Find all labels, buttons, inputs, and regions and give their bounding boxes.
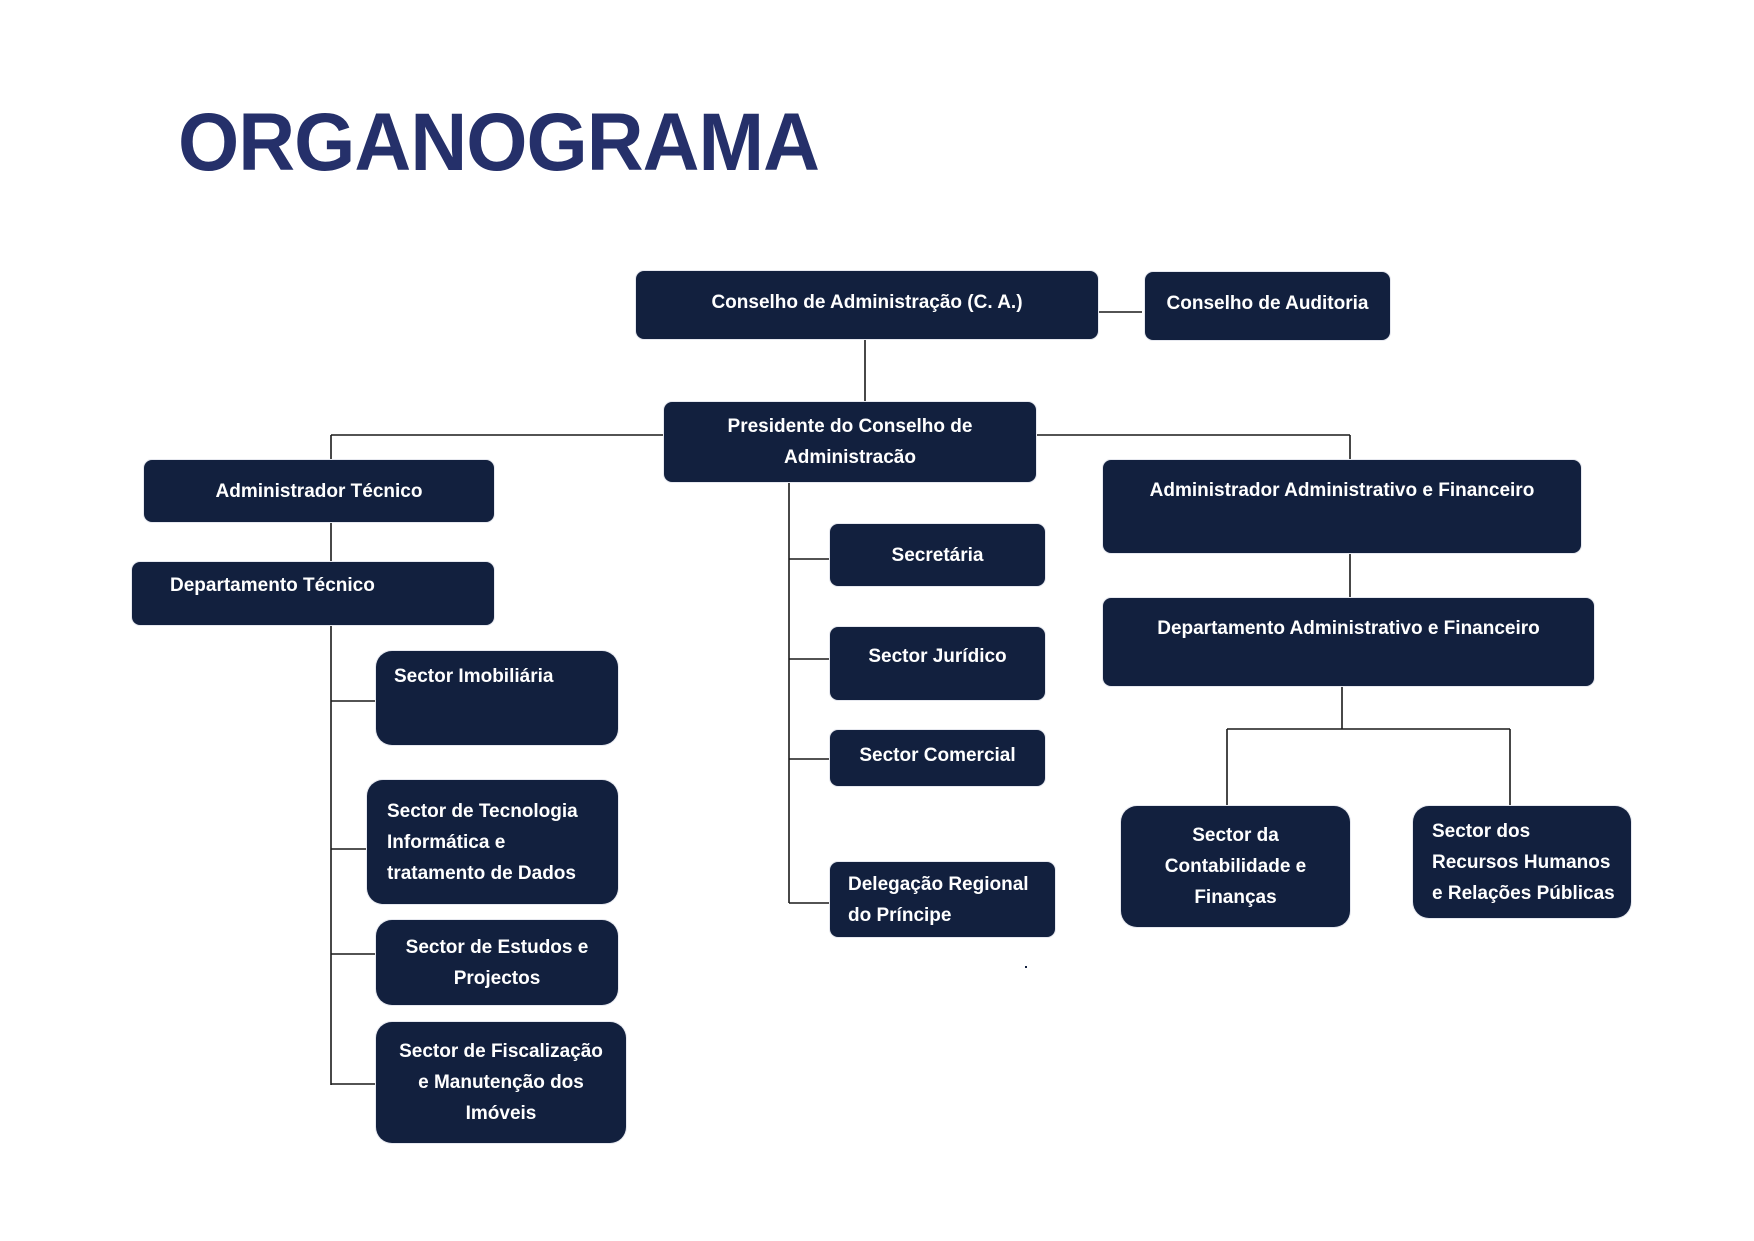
- node-sector-contabilidade: Sector da Contabilidade e Finanças: [1121, 806, 1350, 927]
- node-sector-juridico: Sector Jurídico: [830, 627, 1045, 700]
- node-sector-tecnologia: Sector de Tecnologia Informática e trata…: [367, 780, 618, 904]
- node-sector-estudos: Sector de Estudos e Projectos: [376, 920, 618, 1005]
- node-delegacao-regional: Delegação Regional do Príncipe: [830, 862, 1055, 937]
- node-label: Departamento Administrativo e Financeiro: [1157, 618, 1540, 639]
- node-label: Sector dos Recursos Humanos e Relações P…: [1432, 820, 1615, 904]
- node-sector-imobiliaria: Sector Imobiliária: [376, 651, 618, 745]
- node-label: Presidente do Conselho de Administracão: [727, 416, 973, 468]
- node-departamento-tecnico: Departamento Técnico: [132, 562, 494, 625]
- node-label: Sector de Fiscalização e Manutenção dos …: [399, 1041, 603, 1124]
- node-sector-fiscalizacao: Sector de Fiscalização e Manutenção dos …: [376, 1022, 626, 1143]
- node-secretaria: Secretária: [830, 524, 1045, 586]
- node-label: Sector de Estudos e Projectos: [405, 936, 589, 989]
- node-label: Delegação Regional do Príncipe: [848, 873, 1029, 926]
- node-presidente: Presidente do Conselho de Administracão: [664, 402, 1036, 482]
- node-label: Sector Comercial: [859, 744, 1016, 766]
- page-title: ORGANOGRAMA: [178, 97, 820, 188]
- node-sector-comercial: Sector Comercial: [830, 730, 1045, 786]
- node-label: Secretária: [891, 544, 984, 566]
- node-label: Conselho de Auditoria: [1166, 292, 1369, 314]
- stray-dot: [1025, 966, 1027, 968]
- node-sector-recursos-humanos: Sector dos Recursos Humanos e Relações P…: [1413, 806, 1631, 918]
- node-label: Sector da Contabilidade e Finanças: [1164, 825, 1307, 908]
- node-label: Sector Jurídico: [868, 646, 1007, 667]
- node-administrador-tecnico: Administrador Técnico: [144, 460, 494, 522]
- node-label: Administrador Administrativo e Financeir…: [1149, 480, 1535, 501]
- node-label: Departamento Técnico: [170, 575, 375, 596]
- node-label: Administrador Técnico: [215, 480, 423, 502]
- node-label: Conselho de Administração (C. A.): [711, 291, 1023, 313]
- node-administrador-adm-fin: Administrador Administrativo e Financeir…: [1103, 460, 1581, 553]
- node-departamento-adm-fin: Departamento Administrativo e Financeiro: [1103, 598, 1594, 686]
- node-label: Sector de Tecnologia Informática e trata…: [387, 800, 578, 884]
- node-conselho-administracao: Conselho de Administração (C. A.): [636, 271, 1098, 339]
- node-conselho-auditoria: Conselho de Auditoria: [1145, 272, 1390, 340]
- node-label: Sector Imobiliária: [394, 666, 554, 687]
